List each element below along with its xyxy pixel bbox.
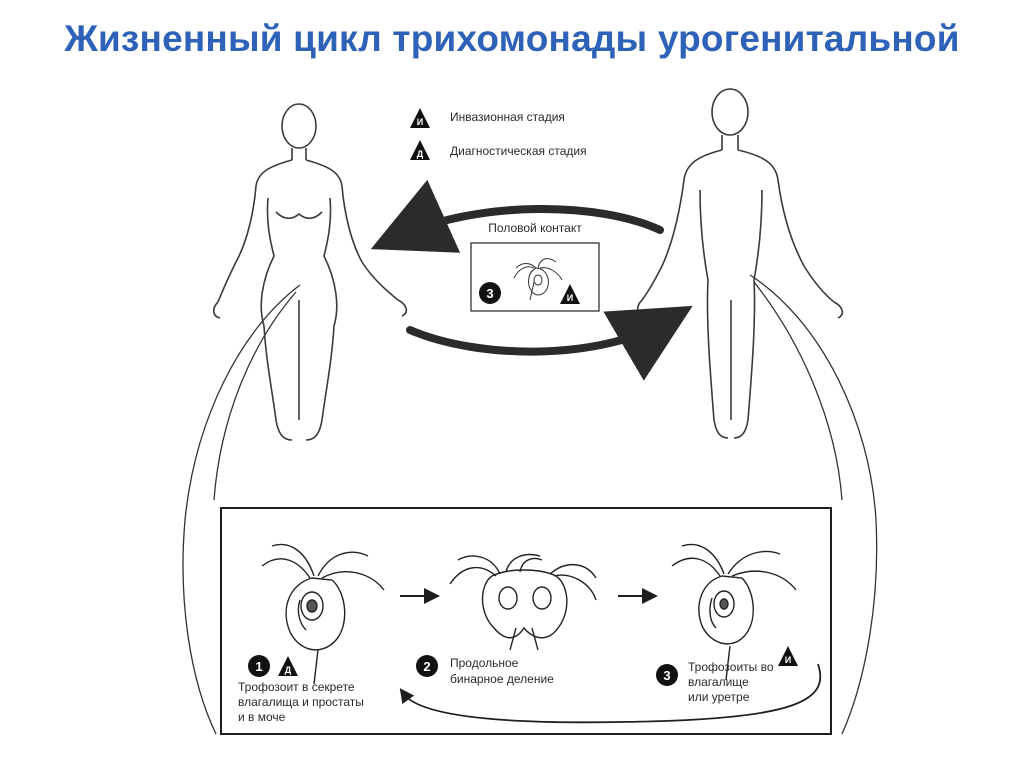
legend-invasive: И Инвазионная стадия xyxy=(410,108,565,128)
transmission-stage-number: 3 xyxy=(486,286,493,301)
stage1-line3: и в моче xyxy=(238,710,286,724)
male-figure xyxy=(638,89,843,438)
diagnostic-badge-letter: Д xyxy=(417,149,424,159)
legend-diagnostic-text: Диагностическая стадия xyxy=(450,144,587,158)
stage2-line1: Продольное xyxy=(450,656,519,670)
stage3-line2: влагалище xyxy=(688,675,749,689)
transmission-invasive-letter: И xyxy=(567,293,573,303)
legend-diagnostic: Д Диагностическая стадия xyxy=(410,140,587,160)
path-female-inner xyxy=(214,292,296,500)
stage3-line3: или уретре xyxy=(688,690,750,704)
stage1-badge-letter: Д xyxy=(285,665,292,675)
stage2-line2: бинарное деление xyxy=(450,672,554,686)
path-male-inner xyxy=(754,282,842,500)
legend: И Инвазионная стадия Д Диагностическая с… xyxy=(410,108,587,160)
legend-invasive-text: Инвазионная стадия xyxy=(450,110,565,124)
female-figure xyxy=(214,104,407,440)
stage1-line2: влагалища и простаты xyxy=(238,695,364,709)
transmission-box: Половой контакт 3 И xyxy=(471,221,599,311)
arrow-female-to-male xyxy=(410,322,665,352)
stage3-line1: Трофозоиты во xyxy=(688,660,774,674)
invasive-badge-letter: И xyxy=(417,117,423,127)
sexual-contact-label: Половой контакт xyxy=(488,221,582,235)
stage1-number: 1 xyxy=(255,659,262,674)
stage3-badge-letter: И xyxy=(785,655,791,665)
stage2-number: 2 xyxy=(423,659,430,674)
stage1-line1: Трофозоит в секрете xyxy=(238,680,355,694)
stage3-number: 3 xyxy=(663,668,670,683)
